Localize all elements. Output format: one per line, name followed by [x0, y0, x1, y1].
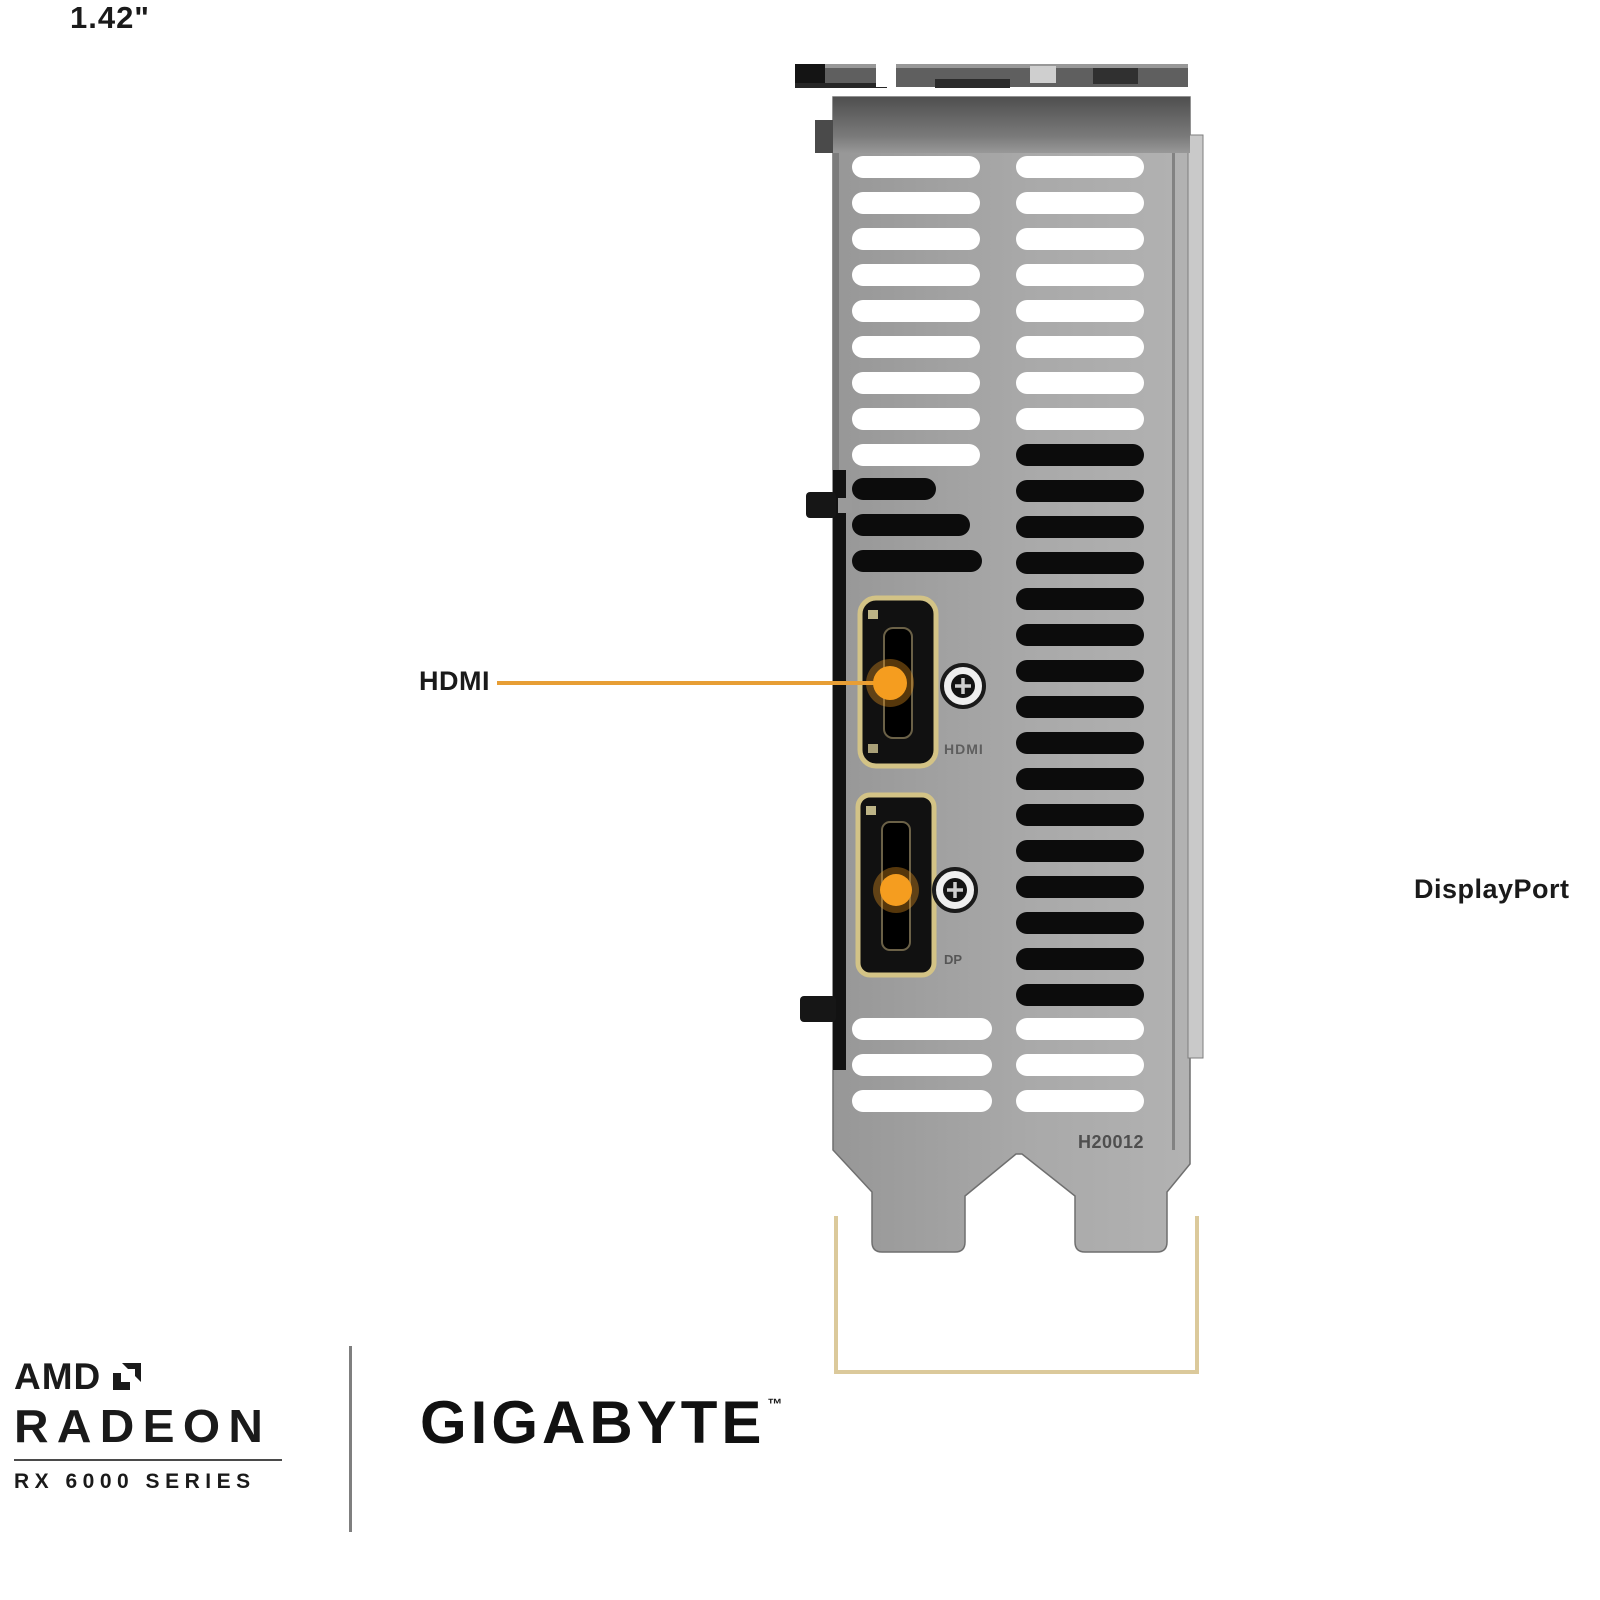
dimension-label: 1.42" [69, 0, 151, 35]
dp-port-stamp: DP [944, 952, 962, 967]
left-screw-top [806, 492, 836, 518]
amd-radeon-logo: AMD RADEON RX 6000 SERIES [14, 1358, 286, 1492]
logo-divider [349, 1346, 352, 1532]
displayport-screw [932, 867, 978, 913]
gigabyte-wordmark: GIGABYTE [420, 1389, 766, 1456]
displayport-label: DisplayPort [1414, 874, 1570, 904]
rx6000-series-label: RX 6000 SERIES [14, 1470, 256, 1493]
pcb-edge [800, 470, 852, 1070]
hdmi-label: HDMI [419, 666, 490, 696]
trademark-symbol: ™ [767, 1396, 783, 1413]
hdmi-port-stamp: HDMI [944, 741, 984, 757]
gigabyte-logo: GIGABYTE ™ [420, 1390, 782, 1456]
hdmi-callout-dot [873, 666, 907, 700]
card-top-edge [795, 62, 1188, 88]
vent-slots [852, 156, 1144, 1112]
amd-wordmark: AMD [14, 1356, 102, 1397]
dimension-bracket [834, 1216, 1199, 1374]
displayport-callout-dot [880, 874, 912, 906]
radeon-wordmark: RADEON [14, 1400, 272, 1452]
left-screw-bottom [800, 996, 836, 1022]
bracket-part-stamp: H20012 [1078, 1132, 1144, 1152]
hdmi-screw [940, 663, 986, 709]
amd-arrow-icon [113, 1362, 142, 1390]
radeon-divider-rule [14, 1459, 282, 1461]
